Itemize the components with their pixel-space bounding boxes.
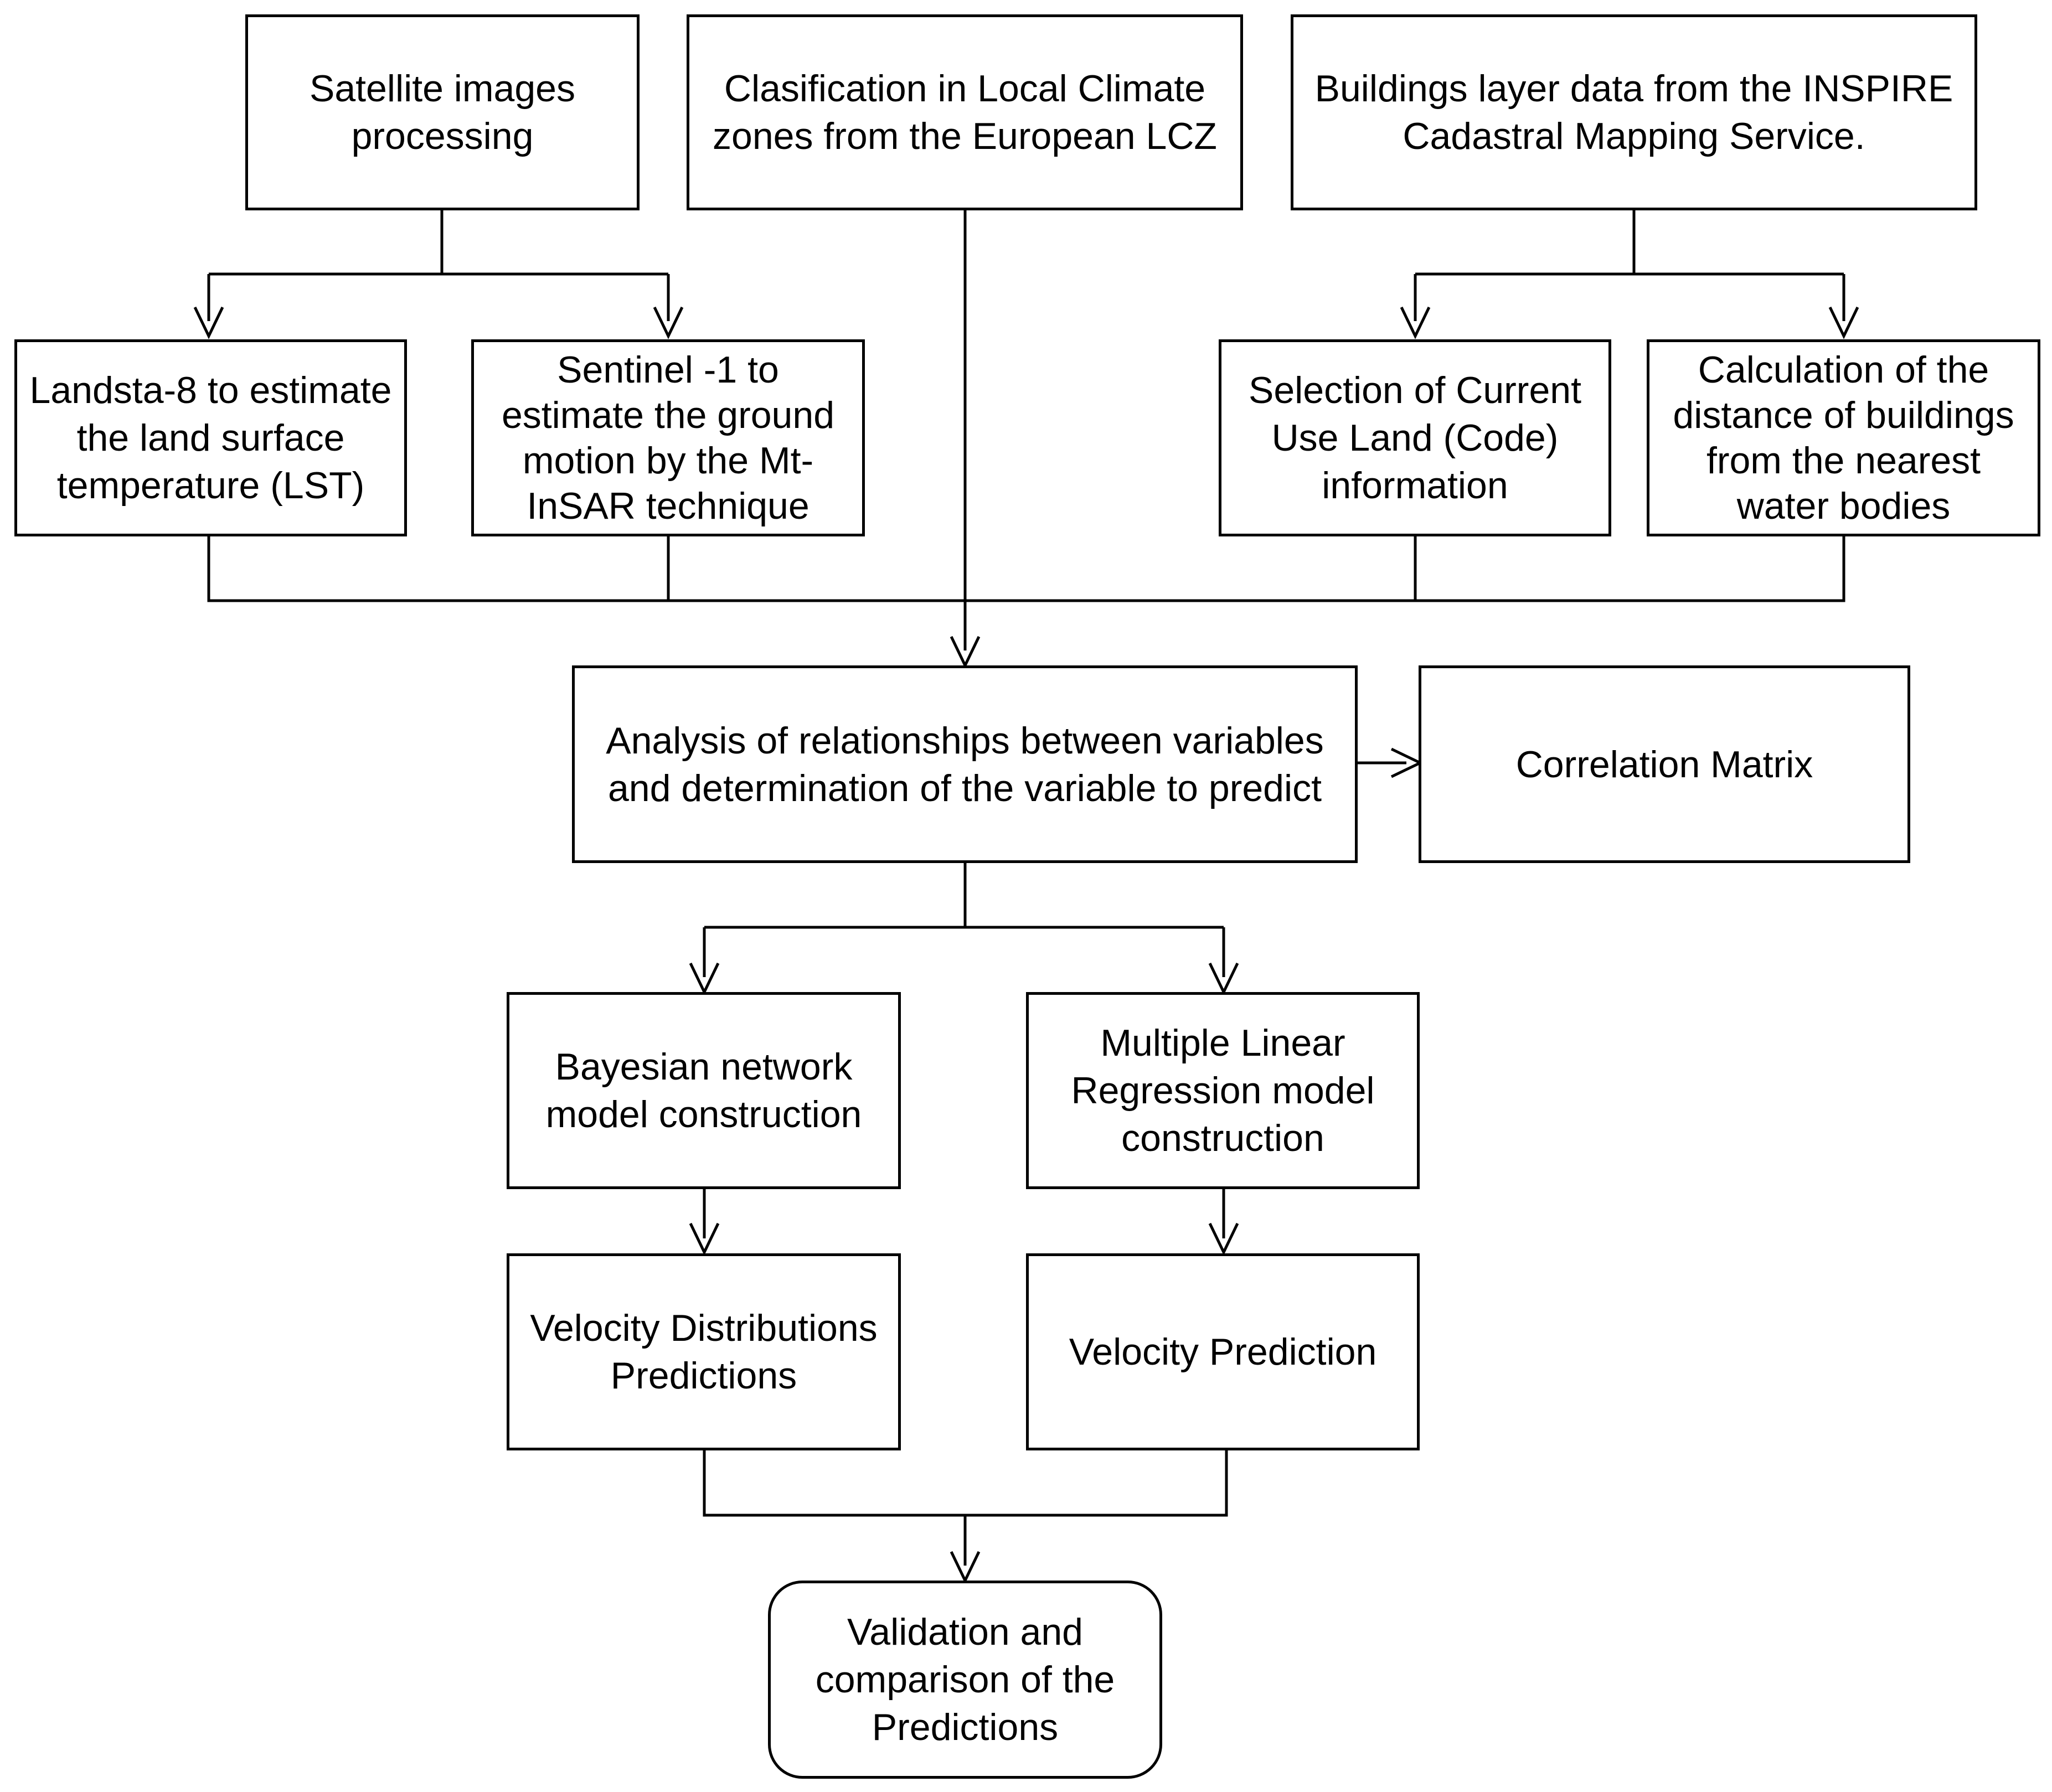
water-distance-box: Calculation of the distance of buildings… xyxy=(1647,339,2040,536)
land-use-box: Selection of Current Use Land (Code) inf… xyxy=(1219,339,1611,536)
mlr-model-label: Multiple Linear Regression model constru… xyxy=(1071,1022,1375,1159)
lcz-classification-label: Clasification in Local Climate zones fro… xyxy=(713,68,1217,157)
lcz-classification-box: Clasification in Local Climate zones fro… xyxy=(687,14,1243,210)
connector-analysis-split xyxy=(703,862,1225,977)
sentinel-label: Sentinel -1 to estimate the ground motio… xyxy=(501,349,835,527)
velocity-distributions-box: Velocity Distributions Predictions xyxy=(507,1253,901,1450)
arrowhead-to-sentinel xyxy=(653,306,684,339)
analysis-label: Analysis of relationships between variab… xyxy=(606,719,1324,809)
analysis-box: Analysis of relationships between variab… xyxy=(572,665,1358,863)
arrowhead-to-land-use xyxy=(1400,306,1431,339)
buildings-layer-label: Buildings layer data from the INSPIRE Ca… xyxy=(1314,68,1953,157)
correlation-matrix-label: Correlation Matrix xyxy=(1515,743,1813,786)
sentinel-box: Sentinel -1 to estimate the ground motio… xyxy=(471,339,865,536)
validation-label: Validation and comparison of the Predict… xyxy=(815,1611,1115,1748)
arrowhead-to-water-distance xyxy=(1828,306,1859,339)
connector-buildings-split xyxy=(1414,209,1845,321)
correlation-matrix-box: Correlation Matrix xyxy=(1419,665,1910,863)
satellite-processing-box: Satellite images processing xyxy=(245,14,640,210)
velocity-distributions-label: Velocity Distributions Predictions xyxy=(530,1307,878,1397)
arrowhead-to-landsat xyxy=(193,306,224,339)
connector-predictions-merge xyxy=(703,1449,1228,1566)
connector-satellite-split xyxy=(207,209,670,321)
arrowhead-to-prediction xyxy=(1208,1222,1239,1256)
satellite-processing-label: Satellite images processing xyxy=(309,68,576,157)
velocity-prediction-box: Velocity Prediction xyxy=(1026,1253,1420,1450)
water-distance-label: Calculation of the distance of buildings… xyxy=(1673,349,2014,527)
bayesian-model-box: Bayesian network model construction xyxy=(507,992,901,1189)
connector-merge-bar xyxy=(207,535,1845,602)
velocity-prediction-label: Velocity Prediction xyxy=(1069,1331,1377,1373)
bayesian-model-label: Bayesian network model construction xyxy=(545,1046,862,1135)
validation-box: Validation and comparison of the Predict… xyxy=(768,1581,1162,1779)
landsat-label: Landsta-8 to estimate the land surface t… xyxy=(29,369,392,507)
land-use-label: Selection of Current Use Land (Code) inf… xyxy=(1249,369,1581,507)
mlr-model-box: Multiple Linear Regression model constru… xyxy=(1026,992,1420,1189)
buildings-layer-box: Buildings layer data from the INSPIRE Ca… xyxy=(1291,14,1977,210)
landsat-box: Landsta-8 to estimate the land surface t… xyxy=(14,339,407,536)
arrowhead-to-distributions xyxy=(689,1222,720,1256)
